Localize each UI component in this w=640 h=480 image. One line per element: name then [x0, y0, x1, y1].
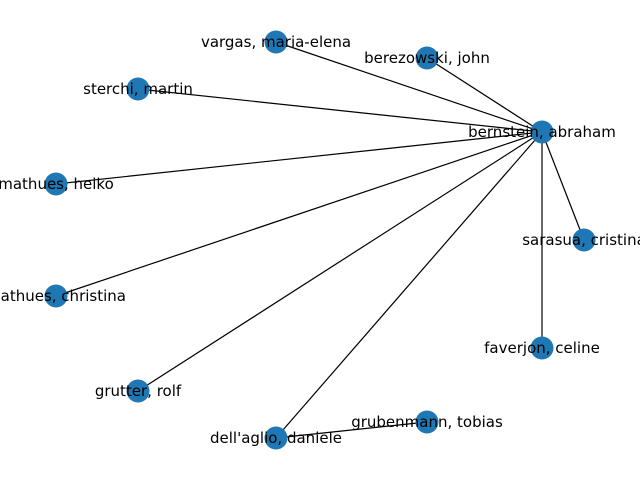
node-label-faverjon: faverjon, celine: [484, 339, 600, 357]
node-label-vargas: vargas, maria-elena: [201, 33, 351, 51]
node-label-bernstein: bernstein, abraham: [468, 123, 616, 141]
edge-layer: [55, 41, 585, 439]
node-bernstein: [530, 120, 554, 144]
node-grutter: [126, 379, 150, 403]
edge-bernstein-vargas: [275, 41, 543, 133]
node-mathues_h: [44, 172, 68, 196]
node-dellaglio: [264, 426, 288, 450]
node-berezowski: [415, 46, 439, 70]
node-label-sterchi: sterchi, martin: [83, 80, 193, 98]
node-layer: [44, 30, 596, 450]
edge-bernstein-berezowski: [426, 57, 543, 133]
node-label-berezowski: berezowski, john: [364, 49, 490, 67]
node-faverjon: [530, 336, 554, 360]
edge-bernstein-dellaglio: [275, 131, 543, 439]
node-grubenmann: [415, 410, 439, 434]
node-vargas: [264, 30, 288, 54]
node-label-mathues_h: mathues, heiko: [0, 175, 114, 193]
node-label-grubenmann: grubenmann, tobias: [351, 413, 503, 431]
node-label-sarasua: sarasua, cristina: [522, 231, 640, 249]
edge-bernstein-sterchi: [137, 88, 543, 133]
edge-bernstein-sarasua: [541, 131, 585, 241]
node-sarasua: [572, 228, 596, 252]
label-layer: bernstein, abraham vargas, maria-elena ber…: [0, 33, 640, 447]
edge-bernstein-mathues_h: [55, 131, 543, 185]
node-label-dellaglio: dell'aglio, daniele: [210, 429, 342, 447]
edge-bernstein-mathues_c: [55, 131, 543, 297]
node-label-grutter: grutter, rolf: [95, 382, 182, 400]
node-sterchi: [126, 77, 150, 101]
node-label-mathues_c: mathues, christina: [0, 287, 126, 305]
edge-bernstein-grutter: [137, 131, 543, 392]
edge-dellaglio-grubenmann: [275, 421, 428, 439]
node-mathues_c: [44, 284, 68, 308]
